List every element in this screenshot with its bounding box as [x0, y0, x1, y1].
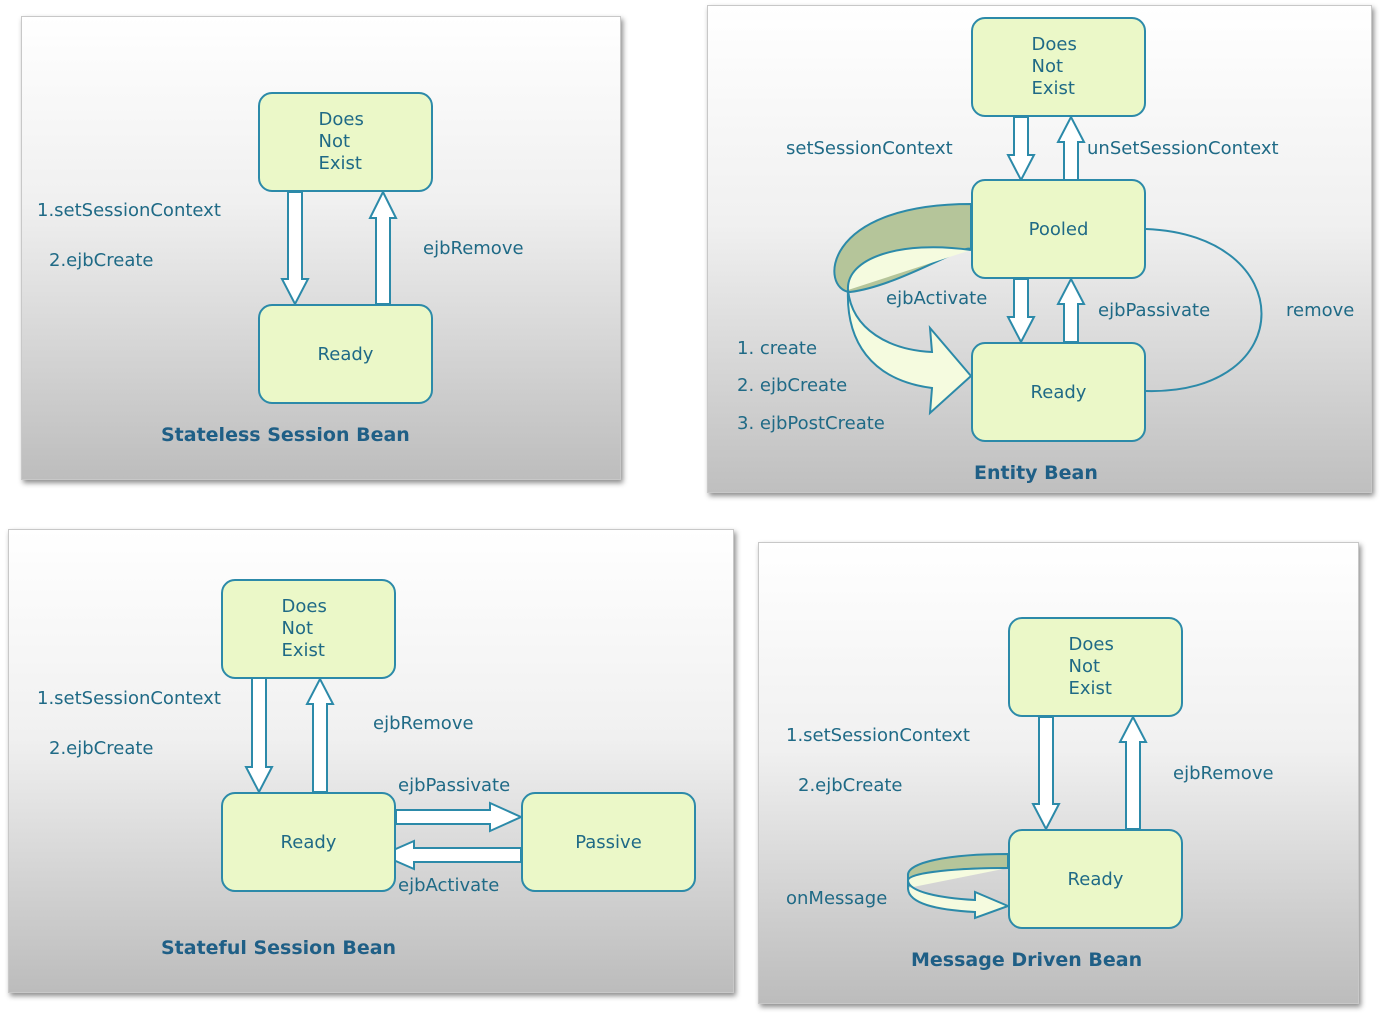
mdb-ready-state: Ready [1008, 829, 1183, 929]
dne-word: Not [1068, 656, 1101, 677]
stateless-title: Stateless Session Bean [161, 424, 410, 446]
dne-word: Exist [1031, 78, 1075, 99]
stateful-create-step-2: 2.ejbCreate [49, 738, 154, 759]
mdb-does-not-exist-state: Does Not Exist [1008, 617, 1183, 717]
entity-remove-label: remove [1286, 300, 1355, 321]
stateless-create-step-2: 2.ejbCreate [49, 250, 154, 271]
dne-word: Does [318, 109, 364, 130]
dne-word: Not [1031, 56, 1064, 77]
entity-does-not-exist-state: Does Not Exist [971, 17, 1146, 117]
dne-word: Not [318, 131, 351, 152]
dne-word: Exist [281, 640, 325, 661]
stateless-create-step-1: 1.setSessionContext [37, 200, 221, 221]
stateful-create-step-1: 1.setSessionContext [37, 688, 221, 709]
stateless-ready-state: Ready [258, 304, 433, 404]
entity-set-context-label: setSessionContext [786, 138, 953, 159]
entity-create-step-1: 1. create [737, 338, 818, 359]
dne-word: Exist [1068, 678, 1112, 699]
stateful-remove-label: ejbRemove [373, 713, 474, 734]
stateful-passive-state: Passive [521, 792, 696, 892]
entity-pooled-state: Pooled [971, 179, 1146, 279]
entity-passivate-label: ejbPassivate [1098, 300, 1211, 321]
stateful-does-not-exist-state: Does Not Exist [221, 579, 396, 679]
stateful-title: Stateful Session Bean [161, 937, 397, 959]
stateful-activate-label: ejbActivate [398, 875, 500, 896]
dne-word: Not [281, 618, 314, 639]
entity-create-step-3: 3. ejbPostCreate [737, 413, 885, 434]
mdb-remove-label: ejbRemove [1173, 763, 1274, 784]
entity-activate-label: ejbActivate [886, 288, 988, 309]
stateless-remove-label: ejbRemove [423, 238, 524, 259]
stateful-ready-state: Ready [221, 792, 396, 892]
mdb-title: Message Driven Bean [911, 949, 1143, 971]
dne-word: Exist [318, 153, 362, 174]
dne-word: Does [1031, 34, 1077, 55]
entity-create-step-2: 2. ejbCreate [737, 375, 848, 396]
dne-word: Does [1068, 634, 1114, 655]
entity-unset-context-label: unSetSessionContext [1087, 138, 1279, 159]
entity-ready-state: Ready [971, 342, 1146, 442]
stateless-panel [21, 16, 621, 480]
stateless-does-not-exist-state: Does Not Exist [258, 92, 433, 192]
mdb-message-label: onMessage [786, 888, 888, 909]
mdb-create-step-2: 2.ejbCreate [798, 775, 903, 796]
dne-word: Does [281, 596, 327, 617]
stateful-passivate-label: ejbPassivate [398, 775, 511, 796]
mdb-create-step-1: 1.setSessionContext [786, 725, 970, 746]
entity-title: Entity Bean [974, 462, 1098, 484]
